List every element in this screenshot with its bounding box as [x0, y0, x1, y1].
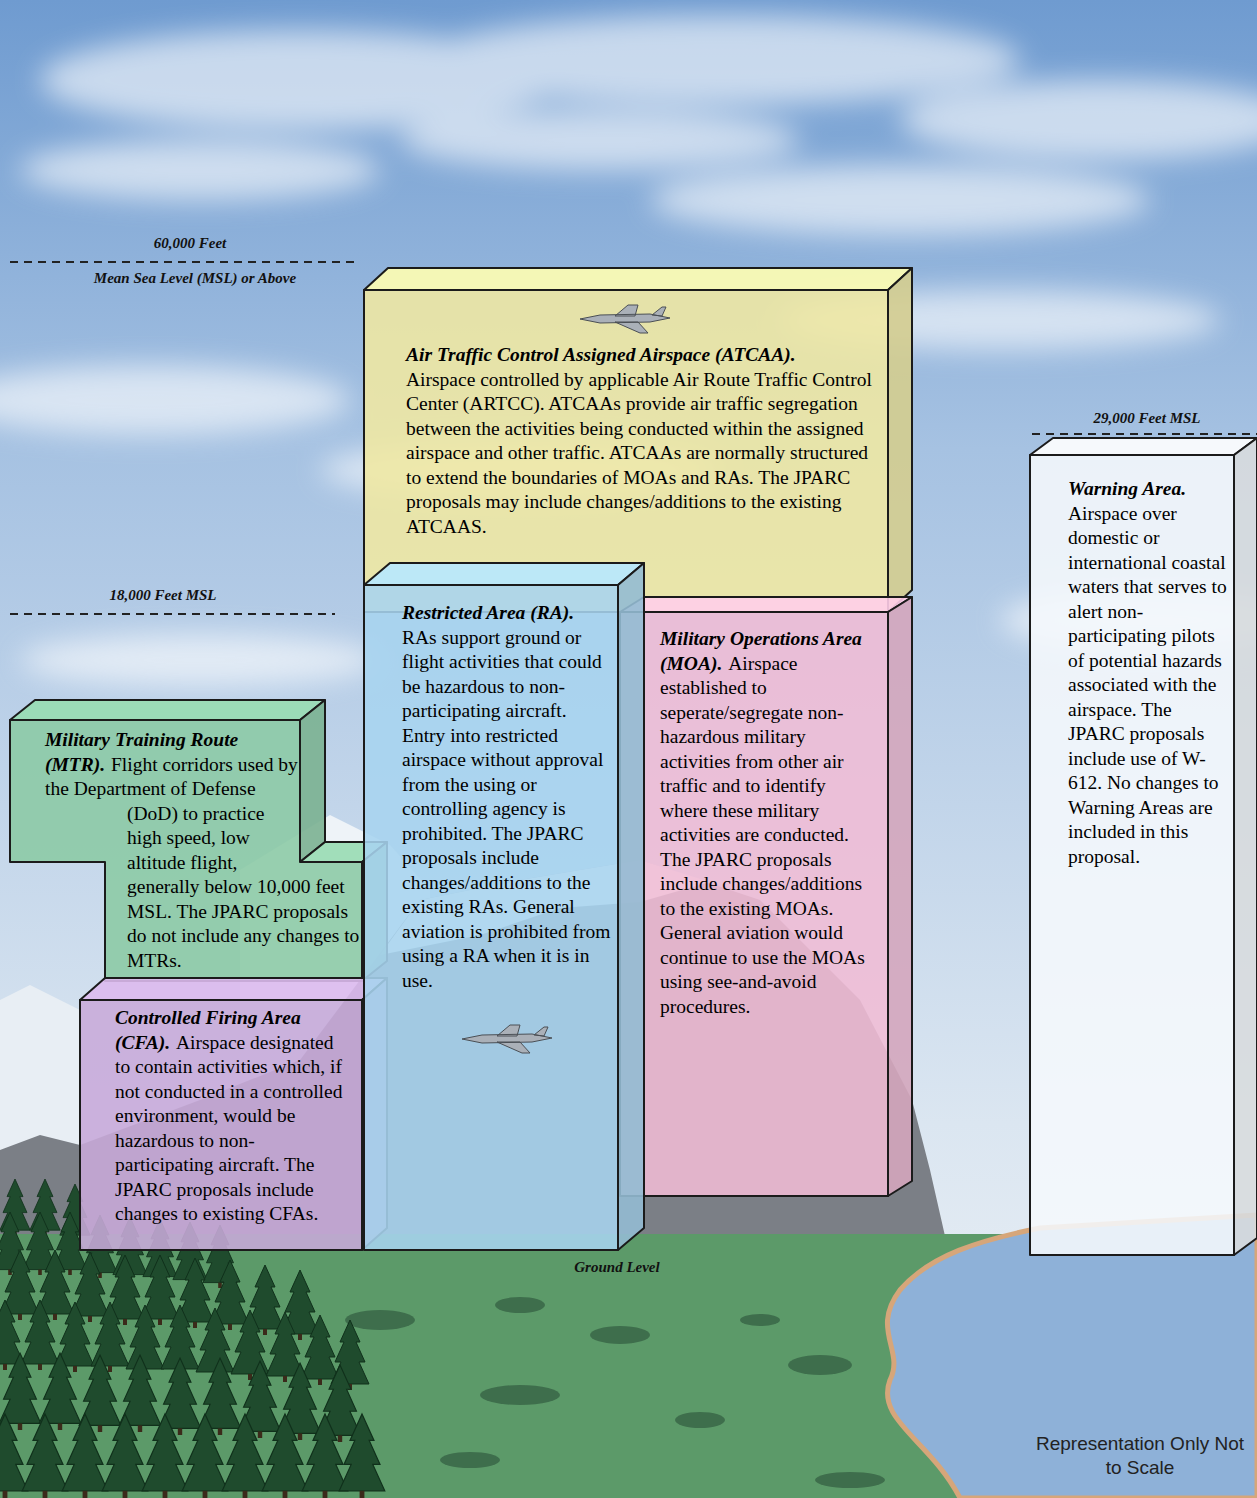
- box-face: [364, 268, 912, 290]
- text-indent: [298, 728, 360, 875]
- box-face: [888, 597, 912, 1196]
- mtr-route-box: Military Training Route (MTR).Flight cor…: [10, 720, 362, 981]
- box-heading: Warning Area.: [1068, 477, 1228, 502]
- ground-label: Ground Level: [574, 1259, 659, 1276]
- jet-icon: [462, 1025, 552, 1053]
- box-front: [364, 290, 888, 612]
- altitude-label: 60,000 Feet: [154, 235, 227, 252]
- altitude-label: 29,000 Feet MSL: [1093, 410, 1200, 427]
- box-heading: Restricted Area (RA).: [402, 601, 614, 626]
- box-front: [364, 585, 618, 1250]
- box-face: [1030, 438, 1257, 455]
- warning-area-box: Warning Area.Airspace over domestic or i…: [1030, 455, 1234, 1255]
- box-heading: Air Traffic Control Assigned Airspace (A…: [406, 343, 872, 368]
- box-face: [80, 978, 387, 1000]
- box-front: [620, 612, 888, 1196]
- box-body: Flight corridors used by the Department …: [45, 754, 359, 971]
- box-face: [618, 563, 644, 1250]
- box-body: RAs support ground or flight activities …: [402, 627, 611, 991]
- box-body: Airspace established to seperate/segrega…: [660, 653, 865, 1017]
- box-text: Air Traffic Control Assigned Airspace (A…: [364, 290, 872, 539]
- moa-box: Military Operations Area (MOA).Airspace …: [620, 612, 888, 1196]
- jet-icon: [580, 305, 670, 333]
- box-body: Airspace designated to contain activitie…: [115, 1032, 342, 1225]
- box-text: Controlled Firing Area (CFA).Airspace de…: [80, 1000, 349, 1227]
- box-face: [1234, 438, 1257, 1255]
- restricted-area-box: Restricted Area (RA).RAs support ground …: [364, 585, 618, 1250]
- scale-note: Representation Only Not to Scale: [1035, 1432, 1245, 1480]
- box-text: Military Training Route (MTR).Flight cor…: [10, 720, 360, 973]
- box-face: [888, 268, 912, 612]
- box-face: [300, 700, 325, 862]
- box-face: [364, 563, 644, 585]
- box-text: Warning Area.Airspace over domestic or i…: [1030, 455, 1228, 869]
- box-body: Airspace controlled by applicable Air Ro…: [406, 369, 872, 537]
- box-face: [10, 700, 325, 720]
- box-text: Military Operations Area (MOA).Airspace …: [620, 612, 876, 1019]
- box-face: [620, 597, 912, 612]
- altitude-note: Mean Sea Level (MSL) or Above: [94, 270, 296, 287]
- box-text: Restricted Area (RA).RAs support ground …: [364, 585, 614, 993]
- box-front: [1030, 455, 1234, 1255]
- box-body: Airspace over domestic or international …: [1068, 503, 1227, 867]
- altitude-label: 18,000 Feet MSL: [109, 587, 216, 604]
- box-face: [362, 978, 387, 1250]
- cfa-box: Controlled Firing Area (CFA).Airspace de…: [80, 1000, 362, 1250]
- box-front: [10, 720, 362, 981]
- box-front: [80, 1000, 362, 1250]
